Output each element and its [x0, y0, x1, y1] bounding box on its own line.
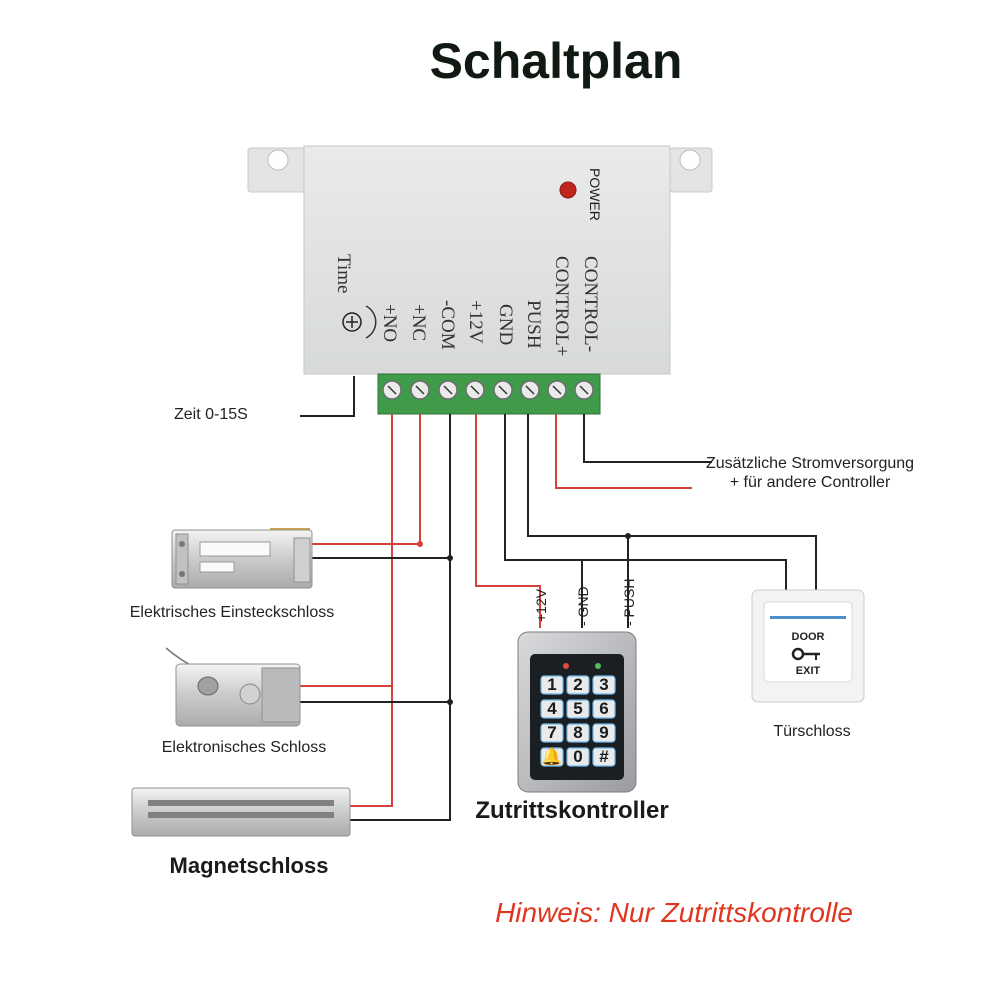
- keypad-key[interactable]: [540, 675, 564, 695]
- extra-power-label-line2: + für andere Controller: [730, 474, 891, 491]
- keypad-key[interactable]: [566, 699, 590, 719]
- power-label: POWER: [587, 168, 603, 221]
- terminal-label-push: PUSH: [523, 300, 544, 349]
- terminal-label-no: +NO: [379, 304, 400, 342]
- keypad-key-label: 🔔: [541, 747, 562, 766]
- key-icon: [791, 647, 820, 661]
- time-label: Time: [333, 254, 354, 293]
- terminal-label-gnd: GND: [495, 304, 516, 345]
- electronic-lock-image: [165, 647, 301, 727]
- keypad-key-label: 5: [573, 699, 582, 718]
- keypad-key-label: 4: [547, 699, 557, 718]
- keypad-key-label: 7: [547, 723, 556, 742]
- magnetschloss-label: Magnetschloss: [170, 853, 329, 878]
- keypad-key-label: 6: [599, 699, 608, 718]
- zutrittskontroller-label: Zutrittskontroller: [475, 797, 668, 824]
- mortise-lock-image: [171, 528, 313, 589]
- keypad-key[interactable]: [566, 747, 590, 767]
- exit-button-line1: DOOR: [792, 631, 825, 643]
- keypad-key[interactable]: [540, 747, 564, 767]
- keypad-key[interactable]: [540, 723, 564, 743]
- tuerschloss-label: Türschloss: [773, 723, 850, 740]
- note-text: Hinweis: Nur Zutrittskontrolle: [495, 897, 853, 928]
- keypad-key-label: 9: [599, 723, 608, 742]
- terminal-label-control-minus: CONTROL-: [580, 256, 601, 352]
- keypad-key[interactable]: [566, 675, 590, 695]
- keypad-key[interactable]: [566, 723, 590, 743]
- keypad-key[interactable]: [592, 699, 616, 719]
- zeit-label: Zeit 0-15S: [174, 406, 248, 423]
- terminal-block: [377, 373, 601, 415]
- exit-button-line2: EXIT: [796, 665, 821, 677]
- keypad-key[interactable]: [592, 675, 616, 695]
- terminal-label-nc: +NC: [408, 304, 429, 341]
- keypad-key-label: 0: [573, 747, 582, 766]
- keypad-wire-label-gnd: - GND: [575, 586, 591, 626]
- keypad-key-label: #: [599, 747, 609, 766]
- keypad-key-label: 2: [573, 675, 582, 694]
- keypad-wire-label-push: - PUSH: [621, 579, 637, 626]
- keypad-key-label: 3: [599, 675, 608, 694]
- keypad-key[interactable]: [592, 723, 616, 743]
- door-exit-button[interactable]: DOOR EXIT: [751, 589, 865, 703]
- page-title: Schaltplan: [430, 33, 683, 89]
- extra-power-label-line1: Zusätzliche Stromversorgung: [706, 455, 914, 472]
- keypad-key[interactable]: [592, 747, 616, 767]
- terminal-label-12v: +12V: [465, 300, 486, 344]
- terminal-label-com: -COM: [437, 300, 458, 350]
- power-led-icon: [559, 181, 577, 199]
- keypad-key-label: 8: [573, 723, 582, 742]
- keypad-wire-label-12v: +12V: [533, 588, 549, 622]
- elektronisches-schloss-label: Elektronisches Schloss: [162, 739, 327, 756]
- einsteckschloss-label: Elektrisches Einsteckschloss: [130, 604, 335, 621]
- magnetic-lock-image: [131, 787, 351, 837]
- keypad-key[interactable]: [540, 699, 564, 719]
- terminal-label-control-plus: CONTROL+: [551, 256, 572, 356]
- power-controller-box: POWER Time +NO +NC -COM +12V GND PUSH CO…: [247, 145, 713, 375]
- keypad-key-label: 1: [547, 675, 556, 694]
- time-knob-icon[interactable]: [342, 305, 377, 339]
